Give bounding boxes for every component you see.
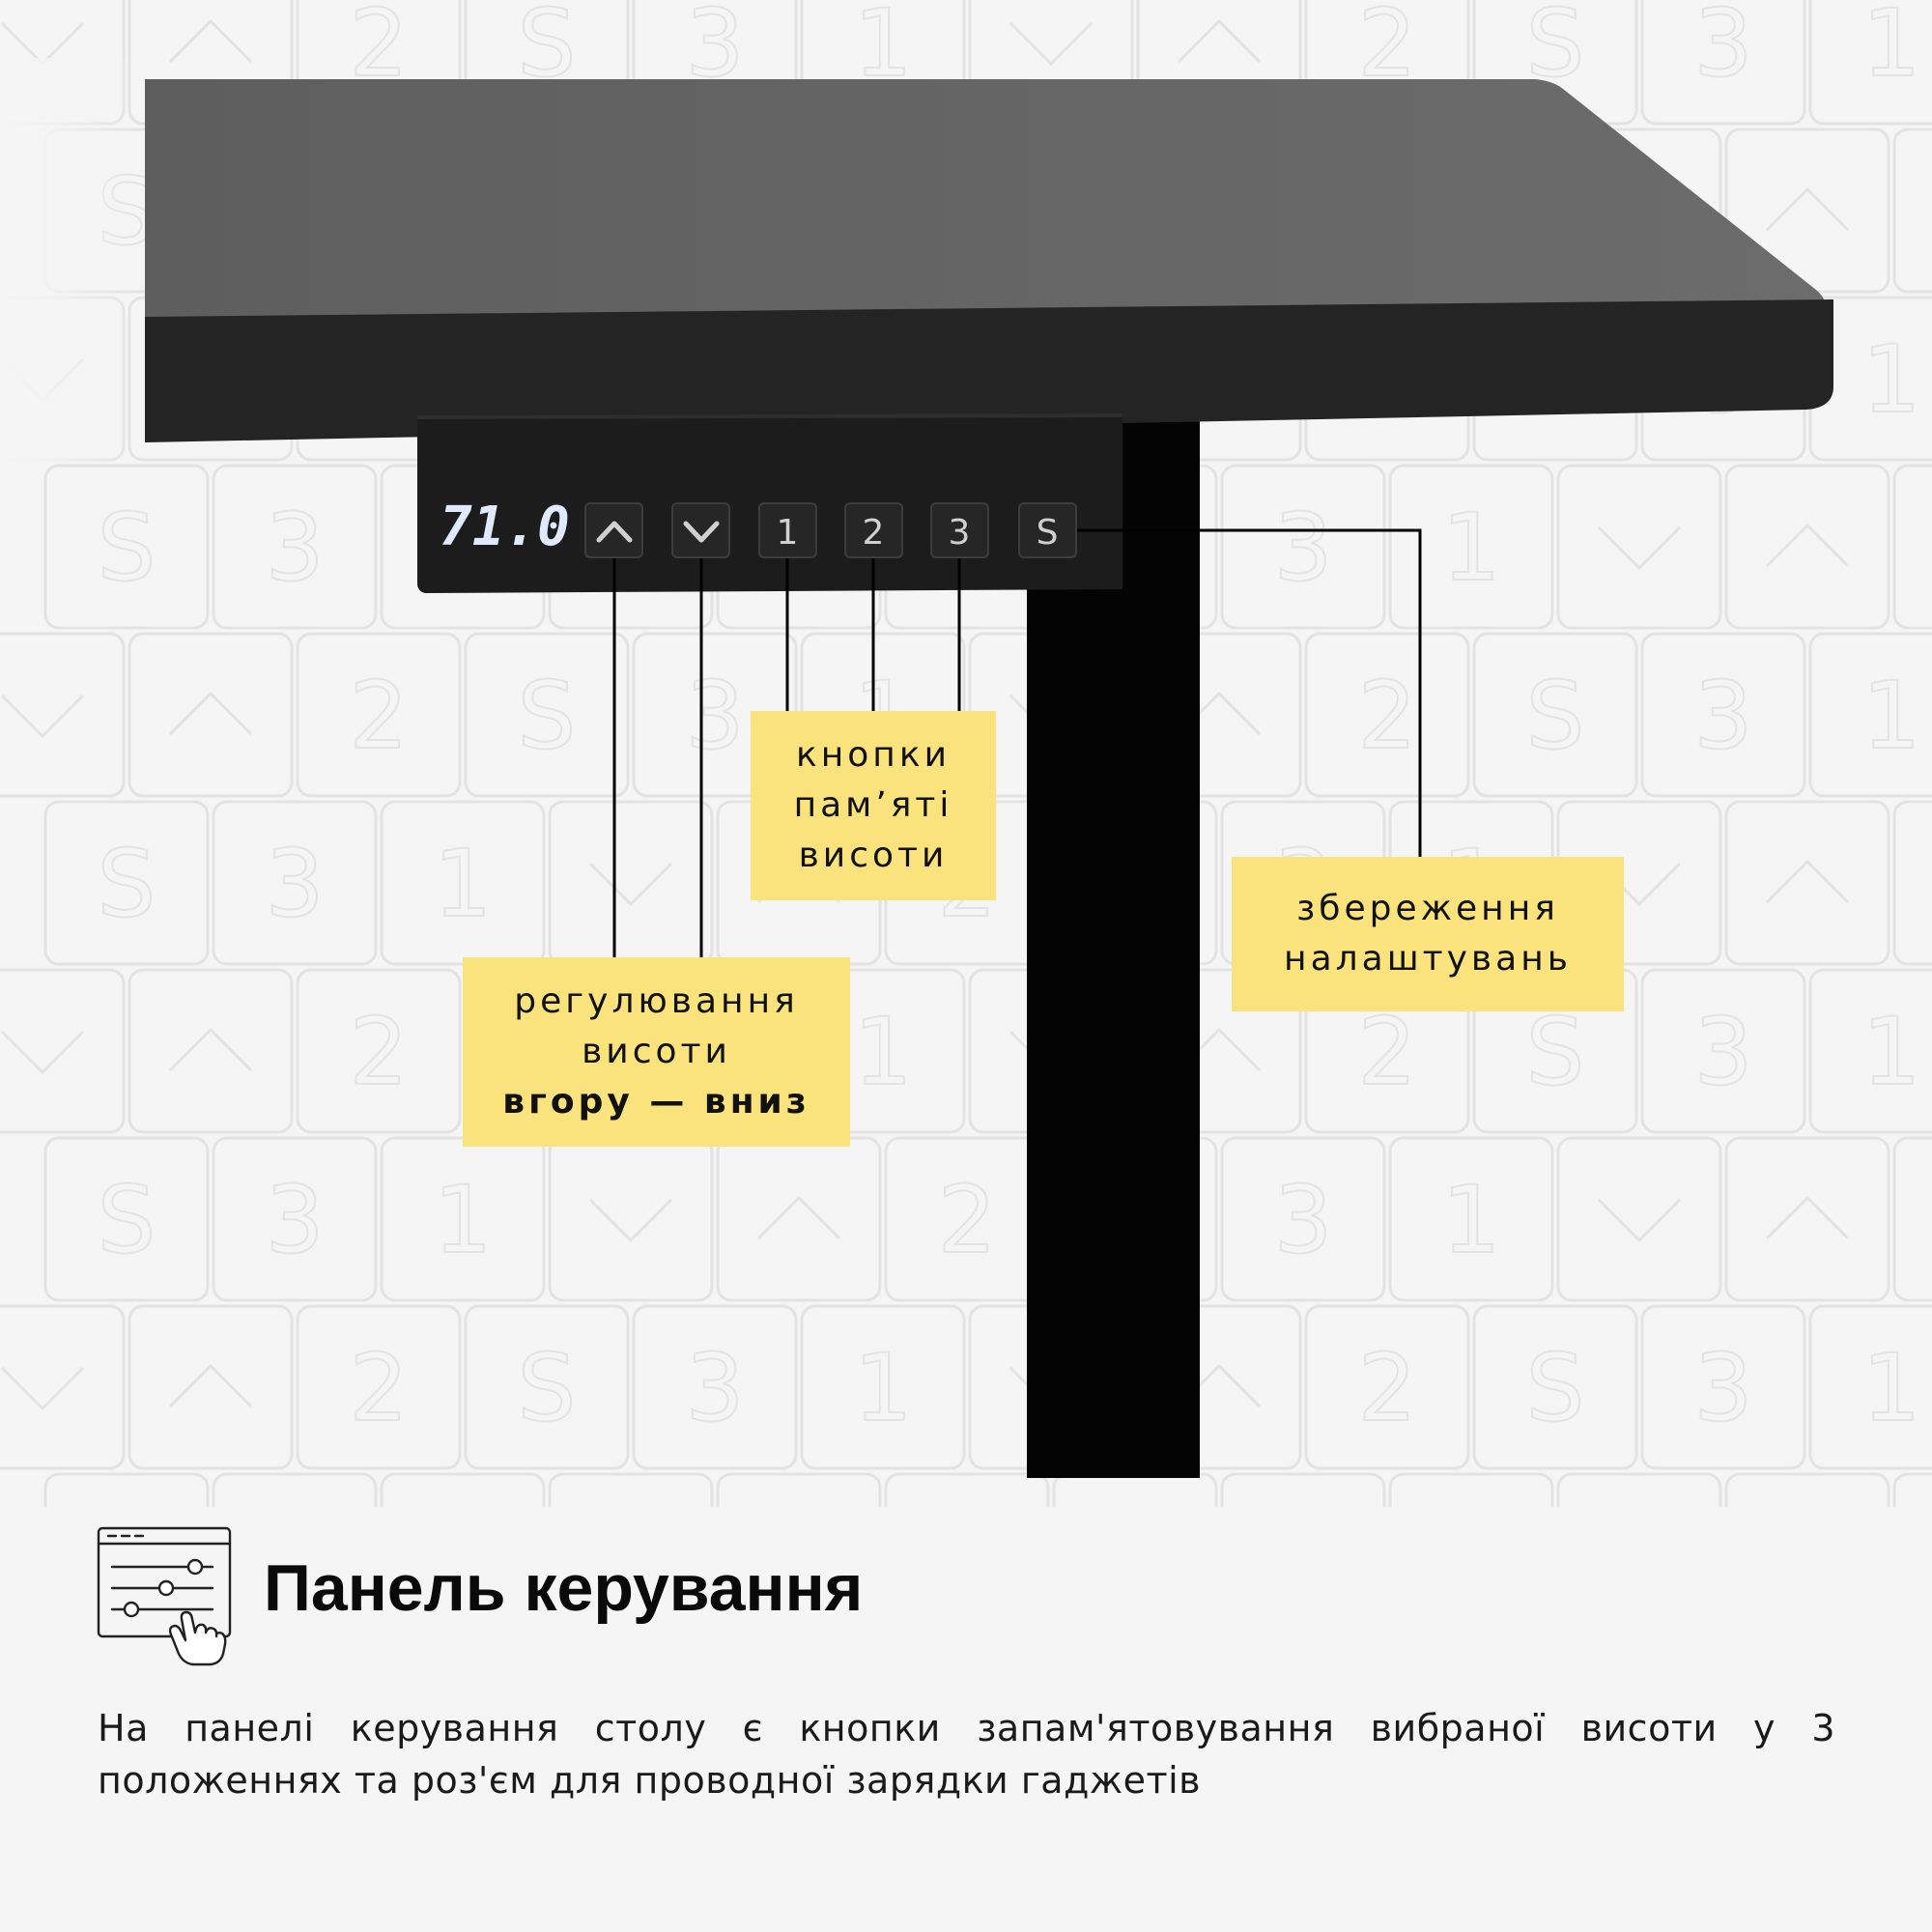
panel-button-memory-3[interactable]: 3 <box>930 502 989 558</box>
callout-line: регулювання <box>514 981 799 1021</box>
svg-text:3: 3 <box>265 1166 324 1274</box>
callout-line: налаштувань <box>1284 939 1572 979</box>
panel-button-memory-2[interactable]: 2 <box>844 502 903 558</box>
svg-text:1: 1 <box>1861 0 1920 98</box>
svg-text:1: 1 <box>1441 494 1500 602</box>
svg-text:S: S <box>1526 1334 1585 1442</box>
svg-text:3: 3 <box>1693 662 1752 770</box>
panel-button-label: 1 <box>777 513 799 553</box>
svg-text:1: 1 <box>1861 1334 1920 1442</box>
svg-text:1: 1 <box>853 1334 912 1442</box>
svg-text:S: S <box>98 1502 156 1507</box>
svg-text:3: 3 <box>1693 0 1752 98</box>
svg-text:1: 1 <box>1441 1502 1500 1507</box>
panel-button-up[interactable] <box>584 502 643 558</box>
callout-connectors <box>612 528 1422 957</box>
panel-button-save[interactable]: S <box>1018 502 1077 558</box>
control-panel-sliders-hand-icon <box>97 1526 232 1666</box>
callout-line: кнопки <box>796 735 951 775</box>
svg-text:2: 2 <box>1357 1334 1416 1442</box>
callout-line: пам’яті <box>793 785 953 825</box>
panel-button-label: 3 <box>949 513 971 553</box>
svg-text:3: 3 <box>685 1334 744 1442</box>
svg-text:1: 1 <box>433 830 492 938</box>
panel-button-memory-1[interactable]: 1 <box>758 502 817 558</box>
svg-text:2: 2 <box>937 1166 996 1274</box>
svg-text:2: 2 <box>349 662 408 770</box>
svg-text:2: 2 <box>1357 998 1416 1106</box>
svg-text:1: 1 <box>1861 326 1920 434</box>
svg-text:1: 1 <box>433 1502 492 1507</box>
svg-text:3: 3 <box>265 494 324 602</box>
svg-text:S: S <box>98 1166 156 1274</box>
callout-memory-buttons: кнопки пам’яті висоти <box>751 711 996 900</box>
svg-text:2: 2 <box>1357 662 1416 770</box>
svg-text:S: S <box>98 830 156 938</box>
chevron-up-icon <box>596 521 633 543</box>
callout-height-adjust: регулювання висоти вгору — вниз <box>463 957 850 1147</box>
svg-text:S: S <box>518 1334 577 1442</box>
svg-text:3: 3 <box>685 662 744 770</box>
svg-text:2: 2 <box>349 1334 408 1442</box>
svg-text:1: 1 <box>433 1166 492 1274</box>
svg-text:3: 3 <box>265 830 324 938</box>
desk-illustration: 71.0 1 2 3 S <box>0 58 1833 1478</box>
svg-text:S: S <box>1526 998 1585 1106</box>
svg-text:3: 3 <box>1273 1502 1332 1507</box>
callout-save-settings: збереження налаштувань <box>1232 857 1624 1011</box>
svg-text:1: 1 <box>1441 1166 1500 1274</box>
panel-display: 71.0 <box>440 496 570 558</box>
callout-line: висоти <box>582 1032 731 1071</box>
svg-text:3: 3 <box>1693 1334 1752 1442</box>
svg-text:1: 1 <box>853 998 912 1106</box>
section-title: Панель керування <box>264 1551 864 1625</box>
callout-line: висоти <box>798 836 949 875</box>
svg-text:3: 3 <box>1693 998 1752 1106</box>
svg-text:2: 2 <box>937 1502 996 1507</box>
svg-text:3: 3 <box>1273 1166 1332 1274</box>
svg-text:1: 1 <box>1861 998 1920 1106</box>
svg-text:S: S <box>1526 662 1585 770</box>
panel-button-down[interactable] <box>671 502 730 558</box>
svg-text:3: 3 <box>1273 494 1332 602</box>
section-description: На панелі керування столу є кнопки запам… <box>98 1707 1835 1802</box>
panel-button-label: 2 <box>863 513 885 553</box>
svg-text:S: S <box>1106 1502 1165 1507</box>
svg-text:S: S <box>518 662 577 770</box>
svg-text:3: 3 <box>265 1502 324 1507</box>
callout-line: збереження <box>1296 889 1559 928</box>
callout-line-bold: вгору — вниз <box>502 1082 810 1122</box>
panel-button-label: S <box>1037 513 1059 553</box>
svg-text:1: 1 <box>1861 662 1920 770</box>
svg-text:2: 2 <box>349 998 408 1106</box>
svg-text:S: S <box>98 494 156 602</box>
chevron-down-icon <box>683 521 720 543</box>
